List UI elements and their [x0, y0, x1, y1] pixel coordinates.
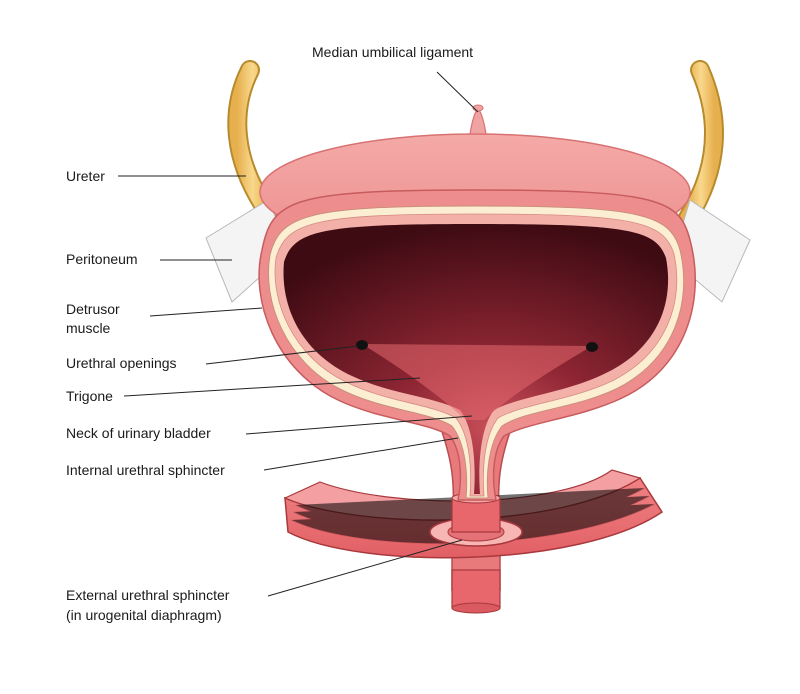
label-external-sphincter-line2: (in urogenital diaphragm) [66, 607, 222, 623]
trigone-shape [362, 344, 592, 420]
label-median-umbilical-ligament: Median umbilical ligament [312, 44, 474, 60]
label-urethral-openings: Urethral openings [66, 355, 177, 371]
left-urethral-opening [356, 340, 368, 350]
label-neck-of-bladder: Neck of urinary bladder [66, 425, 211, 441]
label-ureter: Ureter [66, 168, 105, 184]
label-detrusor-line2: muscle [66, 320, 111, 336]
label-trigone: Trigone [66, 388, 113, 404]
label-peritoneum: Peritoneum [66, 251, 138, 267]
right-urethral-opening [586, 342, 598, 352]
leader-lines [118, 71, 479, 597]
label-internal-sphincter: Internal urethral sphincter [66, 462, 225, 478]
label-external-sphincter-line1: External urethral sphincter [66, 587, 230, 603]
label-detrusor-line1: Detrusor [66, 301, 120, 317]
